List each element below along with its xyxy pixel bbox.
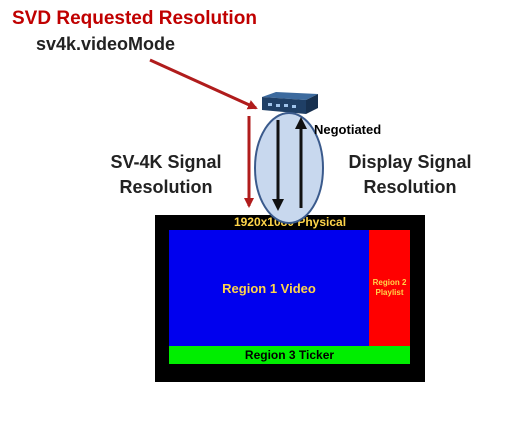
request-arrow bbox=[149, 58, 258, 110]
negotiation-ellipse bbox=[254, 112, 324, 224]
display-signal-line2: Resolution bbox=[363, 177, 457, 197]
sv4k-signal-line1: SV-4K Signal bbox=[110, 152, 222, 172]
region-3-label: Region 3 Ticker bbox=[244, 348, 335, 362]
diagram-title: SVD Requested Resolution bbox=[12, 8, 257, 29]
region-1-video: Region 1 Video bbox=[169, 230, 369, 346]
sv4k-signal-line2: Resolution bbox=[119, 177, 213, 197]
diagram-subtitle: sv4k.videoMode bbox=[36, 34, 176, 54]
media-player-device-icon bbox=[262, 92, 318, 114]
region-2-playlist: Region 2 Playlist bbox=[369, 230, 410, 346]
display-signal-line1: Display Signal bbox=[348, 152, 472, 172]
region-2-line2: Playlist bbox=[375, 288, 404, 297]
display-signal-label: Display Signal Resolution bbox=[330, 150, 490, 200]
region-3-ticker: Region 3 Ticker bbox=[169, 346, 410, 364]
region-2-line1: Region 2 bbox=[372, 278, 407, 287]
region-1-label: Region 1 Video bbox=[222, 280, 316, 296]
negotiated-label: Negotiated bbox=[314, 122, 382, 137]
sv4k-signal-label: SV-4K Signal Resolution bbox=[96, 150, 236, 200]
